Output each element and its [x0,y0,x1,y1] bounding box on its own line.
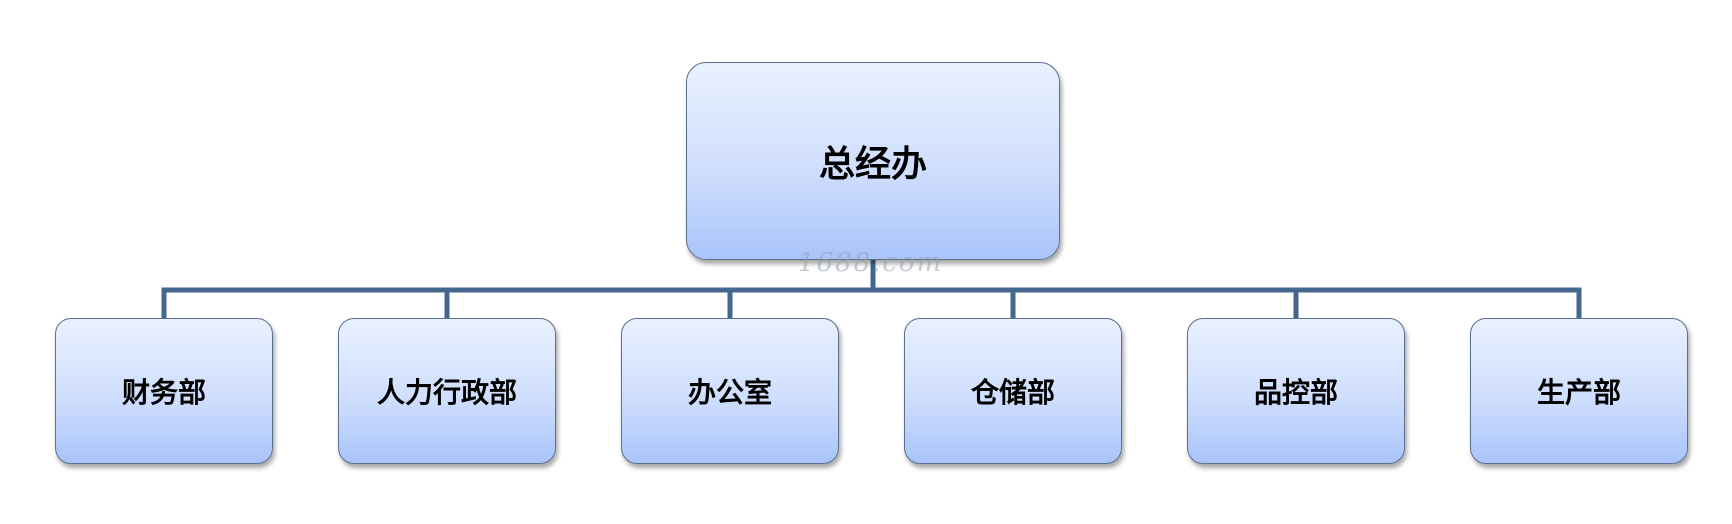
child-node-warehouse: 仓储部 [904,318,1122,464]
child-node-label: 人力行政部 [376,376,517,409]
child-node-label: 品控部 [1253,376,1338,409]
child-node-label: 财务部 [121,376,206,409]
child-node-finance: 财务部 [55,318,273,464]
child-node-quality-control: 品控部 [1187,318,1405,464]
watermark-text: 1688.com [798,248,944,278]
child-node-production: 生产部 [1470,318,1688,464]
child-node-office: 办公室 [621,318,839,464]
child-node-label: 生产部 [1536,376,1621,409]
root-node: 总经办 [686,62,1060,260]
child-node-label: 办公室 [687,376,772,409]
root-node-label: 总经办 [818,144,927,185]
child-node-hr-admin: 人力行政部 [338,318,556,464]
child-node-label: 仓储部 [970,376,1055,409]
